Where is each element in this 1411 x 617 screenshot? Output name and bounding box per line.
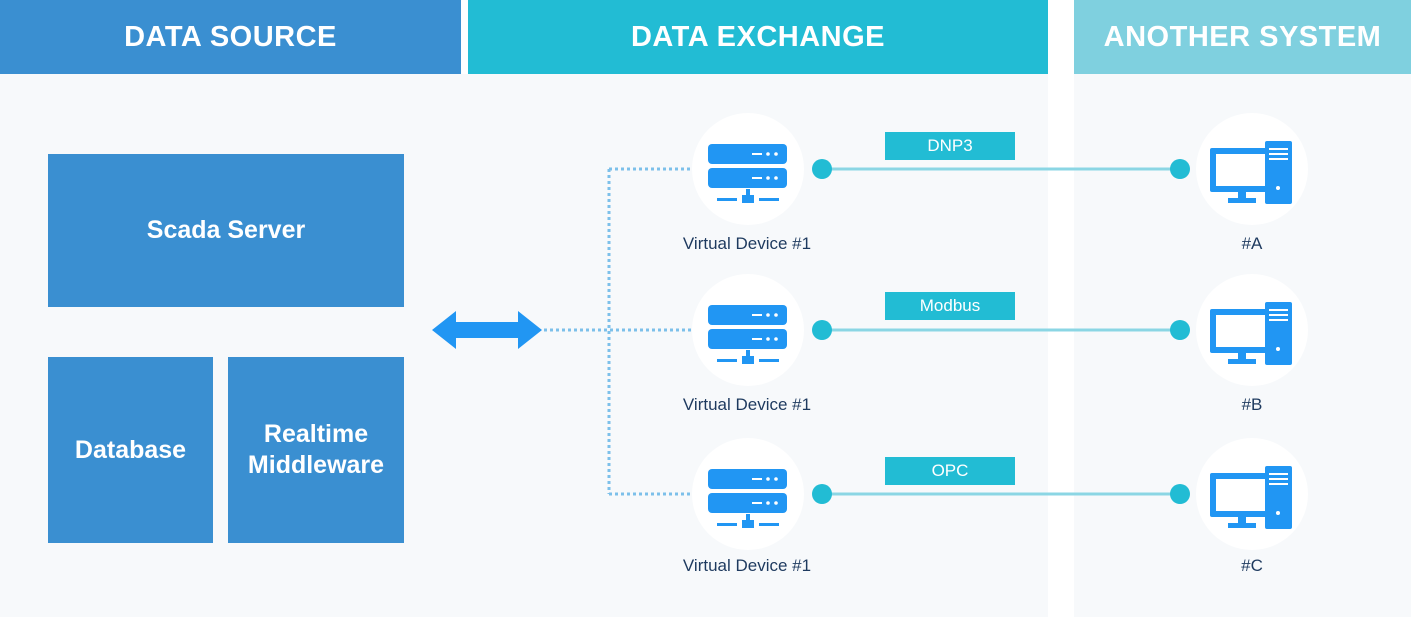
line-endpoint bbox=[1170, 484, 1190, 504]
double-arrow-icon bbox=[432, 311, 542, 349]
protocol-tag-modbus: Modbus bbox=[885, 292, 1015, 320]
header-data-exchange: DATA EXCHANGE bbox=[468, 0, 1048, 74]
device-row-3 bbox=[692, 438, 1308, 550]
target-label-a: #A bbox=[1241, 234, 1263, 253]
target-label-c: #C bbox=[1241, 556, 1263, 575]
line-endpoint bbox=[812, 484, 832, 504]
protocol-tag-dnp3: DNP3 bbox=[885, 132, 1015, 160]
database-block: Database bbox=[48, 357, 213, 543]
header-another-system: ANOTHER SYSTEM bbox=[1074, 0, 1411, 74]
server-icon bbox=[708, 144, 787, 203]
middleware-label: Realtime Middleware bbox=[247, 420, 385, 479]
device-label: Virtual Device #1 bbox=[682, 234, 812, 253]
protocol-tag-label: DNP3 bbox=[927, 136, 973, 155]
device-label: Virtual Device #1 bbox=[682, 395, 812, 414]
computer-icon bbox=[1210, 466, 1292, 529]
server-icon bbox=[708, 469, 787, 528]
middleware-block: Realtime Middleware bbox=[228, 357, 404, 543]
protocol-tag-label: OPC bbox=[931, 461, 969, 480]
header-data-source: DATA SOURCE bbox=[0, 0, 461, 74]
protocol-tag-label: Modbus bbox=[919, 296, 981, 315]
scada-server-block: Scada Server bbox=[48, 154, 404, 307]
dotted-connector bbox=[544, 167, 693, 496]
scada-server-label: Scada Server bbox=[146, 216, 306, 244]
protocol-tag-opc: OPC bbox=[885, 457, 1015, 485]
database-label: Database bbox=[74, 435, 187, 464]
line-endpoint bbox=[812, 320, 832, 340]
device-row-1 bbox=[692, 113, 1308, 225]
target-label-b: #B bbox=[1241, 395, 1263, 414]
computer-icon bbox=[1210, 141, 1292, 204]
device-label: Virtual Device #1 bbox=[682, 556, 812, 575]
line-endpoint bbox=[1170, 320, 1190, 340]
line-endpoint bbox=[812, 159, 832, 179]
computer-icon bbox=[1210, 302, 1292, 365]
server-icon bbox=[708, 305, 787, 364]
line-endpoint bbox=[1170, 159, 1190, 179]
device-row-2 bbox=[692, 274, 1308, 386]
